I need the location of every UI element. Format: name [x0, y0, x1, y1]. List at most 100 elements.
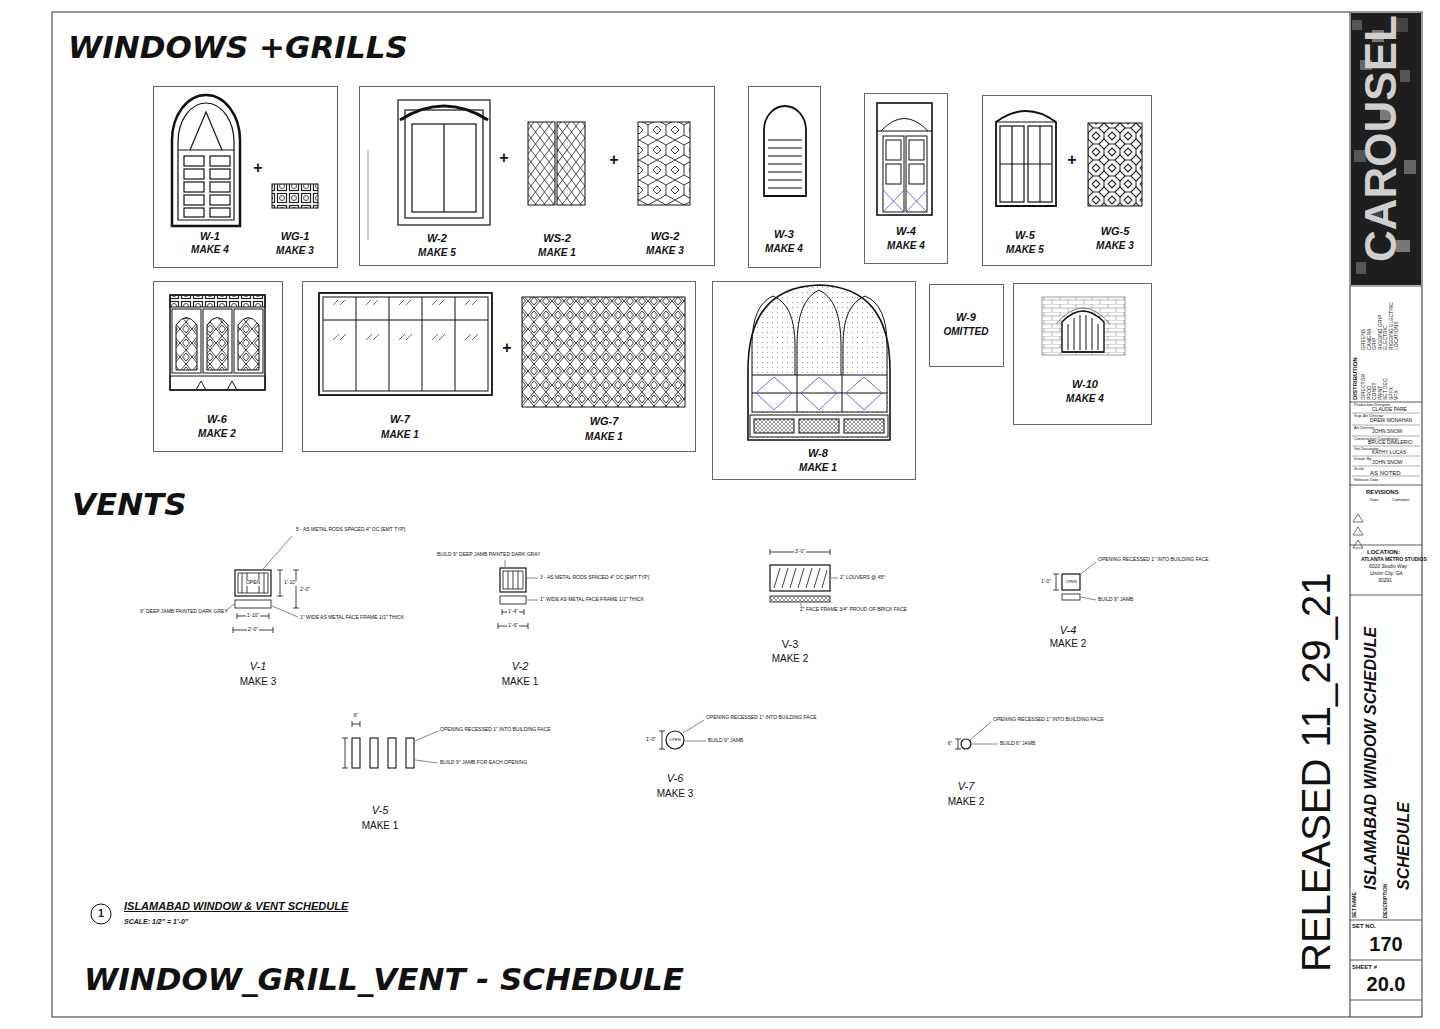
annotation: 2" FACE FRAME 3/4" PROUD OF BRICK FACE: [800, 607, 907, 613]
window-frame: W-7MAKE 1+WG-7MAKE 1: [302, 281, 696, 452]
window-frame: W-9OMITTED: [929, 284, 1004, 367]
annotation: BUILD 9" JAMB FOR EACH OPENING: [440, 760, 527, 766]
annotation: Release Date: [1354, 478, 1378, 483]
quantity-note: MAKE 3: [646, 245, 684, 257]
window-tag: WG-5: [1101, 225, 1130, 238]
quantity-note: MAKE 2: [198, 428, 236, 440]
annotation: 1'-10": [246, 613, 261, 619]
window-tag: W-10: [1072, 378, 1098, 391]
quantity-note: MAKE 4: [191, 244, 229, 256]
tag-label: MAKE 1: [502, 676, 539, 688]
annotation: SET NO.: [1352, 923, 1376, 930]
window-tag: W-3: [774, 228, 794, 241]
tag-label: MAKE 2: [1050, 638, 1087, 650]
tag-label: ISLAMABAD WINDOW & VENT SCHEDULE: [124, 900, 348, 913]
annotation: OPEN: [245, 580, 261, 586]
window-tag: WG-1: [281, 230, 310, 243]
tag-label: MAKE 1: [362, 820, 399, 832]
annotation: JOHN SNOW: [1372, 460, 1403, 466]
annotation: GREENS: [1361, 329, 1367, 350]
quantity-note: MAKE 4: [887, 240, 925, 252]
window-frame: W-2MAKE 5+WS-2MAKE 1+WG-2MAKE 3: [359, 86, 715, 266]
annotation: VFX: [1394, 390, 1400, 400]
quantity-note: MAKE 1: [799, 462, 837, 474]
tag-label: V-4: [1060, 624, 1077, 637]
annotation: SHEET #: [1352, 964, 1377, 971]
annotation: 1" WIDE AS METAL FACE FRAME 1/2" THICK: [540, 597, 644, 603]
tag-label: 20.0: [1367, 973, 1406, 996]
annotation: OPENING RECESSED 1" INTO BUILDING FACE: [706, 715, 817, 721]
annotation: 2'-0": [299, 587, 311, 593]
annotation: Drawn By: [1354, 457, 1371, 462]
tag-label: 1: [98, 908, 104, 920]
tag-label: MAKE 3: [657, 788, 694, 800]
quantity-note: MAKE 5: [1006, 244, 1044, 256]
tag-label: V-5: [372, 804, 389, 817]
window-frame: W-4MAKE 4: [864, 93, 948, 264]
annotation: DISTRIBUTION: [1352, 357, 1359, 400]
annotation: GRIP: [1372, 338, 1378, 350]
annotation: REVISIONS: [1366, 489, 1399, 496]
annotation: SCALE: 1/2" = 1'-0": [124, 918, 188, 926]
window-frame: W-6MAKE 2: [153, 281, 283, 452]
annotation: BUILD 9" DEEP JAMB PAINTED DARK GRAY: [437, 552, 540, 558]
annotation: 1'-4": [507, 609, 519, 615]
quantity-note: OMITTED: [944, 326, 989, 338]
plus-sign: +: [253, 159, 262, 177]
tag-label: MAKE 2: [948, 796, 985, 808]
quantity-note: MAKE 1: [585, 431, 623, 443]
annotation: Scale: [1354, 467, 1364, 472]
window-tag: W-9: [956, 311, 976, 324]
annotation: DIRECTOR: [1361, 374, 1367, 400]
quantity-note: MAKE 3: [276, 245, 314, 257]
annotation: Date: [1370, 498, 1378, 503]
annotation: ELECTRIC: [1383, 325, 1389, 350]
annotation: 3 - AS METAL RODS SPACED 4" OC [EMT TYP]: [540, 575, 649, 581]
window-frame: W-3MAKE 4: [748, 86, 821, 268]
window-frame: W-1MAKE 4 + WG-1MAKE 3: [153, 86, 338, 268]
annotation: 1'-0": [1041, 579, 1051, 585]
window-tag: W-5: [1015, 229, 1035, 242]
quantity-note: MAKE 1: [538, 247, 576, 259]
annotation: 2'-0": [247, 627, 259, 633]
section-heading: VENTS: [72, 487, 187, 523]
annotation: OPENING RECESSED 1" INTO BUILDING FACE: [1098, 557, 1209, 563]
quantity-note: MAKE 1: [381, 429, 419, 441]
window-tag: W-8: [808, 447, 828, 460]
tag-label: V-1: [250, 660, 267, 673]
annotation: JOHN SNOW: [1372, 429, 1403, 435]
annotation: Union City, GA.: [1370, 571, 1404, 577]
annotation: 1'-0": [646, 737, 656, 743]
window-frame: W-5MAKE 5 + WG-5MAKE 3: [982, 95, 1152, 266]
window-frame: W-8MAKE 1: [712, 281, 916, 480]
plus-sign: +: [609, 151, 618, 169]
quantity-note: MAKE 4: [765, 243, 803, 255]
annotation: SET DEC: [1383, 378, 1389, 400]
tag-label: MAKE 2: [772, 653, 809, 665]
quantity-note: MAKE 3: [1096, 240, 1134, 252]
annotation: 9" DEEP JAMB PAINTED DARK GREY: [140, 609, 228, 615]
annotation: BUILD 9" JAMB: [1098, 597, 1133, 603]
plus-sign: +: [1067, 151, 1076, 169]
annotation: AS NOTED: [1370, 470, 1401, 477]
annotation: SET NAME: [1352, 892, 1358, 918]
plus-sign: +: [499, 149, 508, 167]
annotation: OPEN: [669, 738, 680, 743]
window-tag: W-1: [200, 230, 220, 243]
annotation: 2" LOUVERS @ 45°: [840, 575, 885, 581]
annotation: 6010 Studio Way: [1369, 564, 1407, 570]
tag-label: V-6: [667, 772, 684, 785]
annotation: 6": [354, 713, 359, 719]
annotation: 6": [948, 741, 953, 747]
tag-label: MAKE 3: [240, 676, 277, 688]
quantity-note: MAKE 4: [1066, 393, 1104, 405]
annotation: LOCATIONS: [1394, 321, 1400, 350]
annotation: ATLANTA METRO STUDIOS: [1361, 557, 1427, 563]
annotation: OPEN: [1065, 580, 1076, 585]
section-heading: RELEASED 11_29_21: [1293, 572, 1339, 972]
annotation: KATHY LUCAS: [1372, 450, 1406, 456]
sheet-title: WINDOW_GRILL_VENT - SCHEDULE: [84, 962, 684, 998]
tag-label: 170: [1369, 933, 1402, 956]
annotation: Art Director: [1354, 426, 1374, 431]
window-tag: W-6: [207, 413, 227, 426]
